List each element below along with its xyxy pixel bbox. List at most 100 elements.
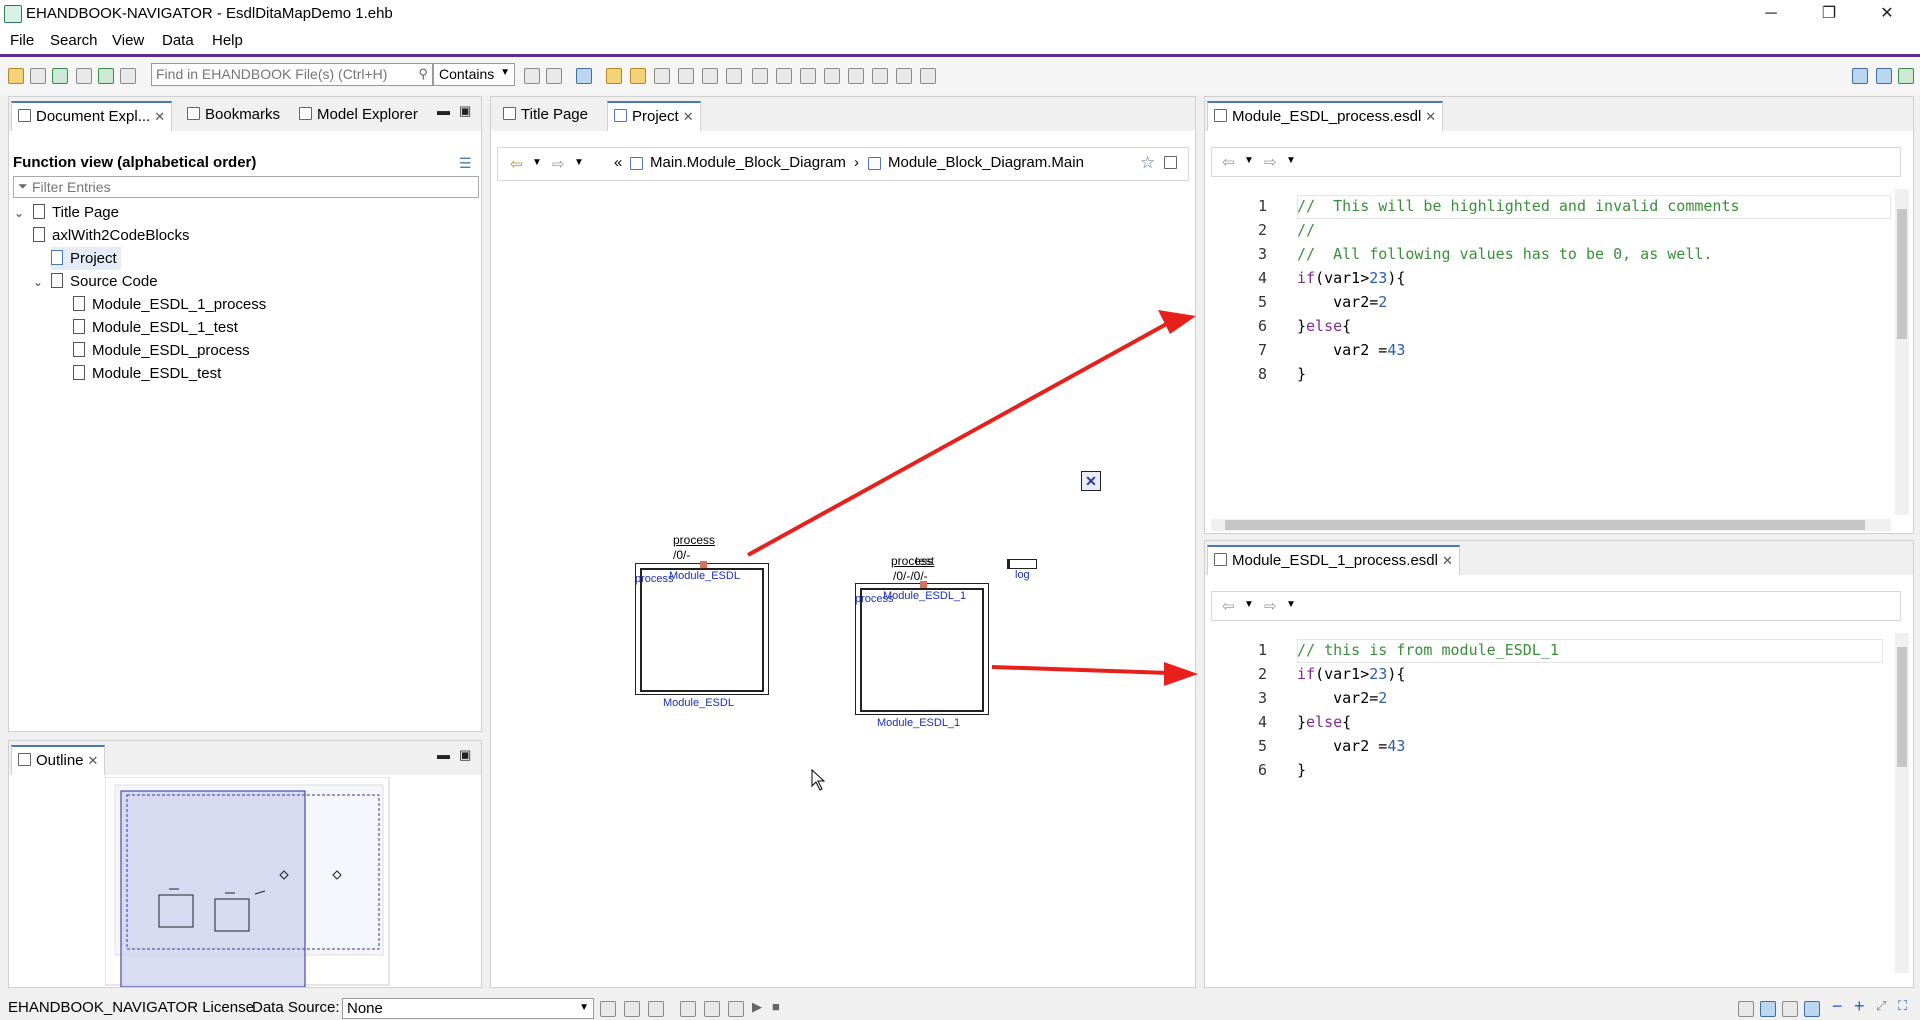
log-element[interactable] [1007, 559, 1037, 569]
tab-document-explorer[interactable]: Document Expl...✕ [11, 101, 172, 131]
find-input[interactable] [152, 64, 400, 83]
data-source-select[interactable]: None ▼ [342, 998, 594, 1019]
terminator-icon[interactable]: ✕ [1081, 471, 1101, 491]
tree-item-project[interactable]: Project [51, 247, 121, 270]
tab-model-explorer[interactable]: Model Explorer [293, 101, 424, 129]
stop-icon[interactable]: ■ [772, 999, 780, 1014]
tool-icon-13[interactable] [896, 68, 912, 84]
close-icon[interactable]: ✕ [154, 109, 165, 124]
open-folder-icon[interactable] [8, 68, 24, 84]
tool-icon-10[interactable] [824, 68, 840, 84]
minimize-view-icon[interactable]: ▬ [437, 103, 450, 118]
back-arrow-icon[interactable]: ⇦ [1222, 153, 1235, 171]
tool-icon-3[interactable] [654, 68, 670, 84]
back-arrow-icon[interactable]: ⇦ [510, 155, 523, 173]
chevron-down-icon[interactable]: ▼ [1286, 599, 1296, 610]
tab-module-esdl-process[interactable]: Module_ESDL_process.esdl✕ [1207, 101, 1443, 131]
tree-item-title-page[interactable]: Title Page [33, 201, 119, 224]
menu-data[interactable]: Data [162, 32, 194, 49]
tree-item-file[interactable]: Module_ESDL_1_test [73, 316, 238, 339]
tool-icon-8[interactable] [776, 68, 792, 84]
tab-title-page[interactable]: Title Page [497, 101, 594, 129]
tool-icon-1[interactable] [606, 68, 622, 84]
menu-view[interactable]: View [112, 32, 144, 49]
menu-file[interactable]: File [10, 32, 34, 49]
book-icon[interactable] [576, 68, 592, 84]
horizontal-scrollbar[interactable] [1211, 519, 1891, 531]
layout-icon-2[interactable] [1760, 1001, 1776, 1017]
close-icon[interactable]: ✕ [88, 753, 99, 768]
chevron-down-icon[interactable]: ▼ [1244, 155, 1254, 166]
breadcrumb-item[interactable]: Module_Block_Diagram.Main [888, 154, 1084, 171]
tool-icon-4[interactable] [678, 68, 694, 84]
search-icon[interactable]: ⚲ [418, 66, 428, 82]
chevron-down-icon[interactable]: ▼ [1244, 599, 1254, 610]
up-arrow-icon[interactable] [546, 68, 562, 84]
menu-help[interactable]: Help [212, 32, 243, 49]
outline-thumbnail[interactable] [105, 777, 395, 987]
settings-icon[interactable] [1898, 68, 1914, 84]
tool-icon-12[interactable] [872, 68, 888, 84]
tool-icon-7[interactable] [752, 68, 768, 84]
close-window-button[interactable]: ✕ [1864, 0, 1910, 28]
fit-page-icon[interactable]: ⤢ [1876, 998, 1886, 1014]
forward-arrow-icon[interactable]: ⇨ [1264, 597, 1277, 615]
record-icon-3[interactable] [728, 1001, 744, 1017]
maximize-view-icon[interactable]: ▣ [459, 747, 471, 763]
zoom-out-icon[interactable]: − [1832, 996, 1843, 1017]
gear-icon[interactable] [600, 1001, 616, 1017]
contains-select[interactable]: Contains ▼ [433, 63, 515, 86]
tab-outline[interactable]: Outline✕ [11, 745, 105, 775]
scrollbar-thumb[interactable] [1897, 647, 1907, 767]
chevron-down-icon[interactable]: ⌄ [14, 206, 24, 220]
play-icon[interactable]: ▶ [752, 999, 762, 1015]
tool-icon-14[interactable] [920, 68, 936, 84]
print-icon[interactable] [76, 68, 92, 84]
tree-item-root[interactable]: axlWith2CodeBlocks [33, 224, 190, 247]
record-icon-1[interactable] [680, 1001, 696, 1017]
tool-icon-6[interactable] [726, 68, 742, 84]
tab-module-esdl-1-process[interactable]: Module_ESDL_1_process.esdl✕ [1207, 545, 1460, 575]
export-icon[interactable] [52, 68, 68, 84]
list-options-icon[interactable]: ☰ [459, 155, 472, 172]
restore-button[interactable]: ❐ [1806, 0, 1852, 28]
vertical-scrollbar[interactable] [1895, 189, 1909, 515]
chevron-down-icon[interactable]: ▼ [1286, 155, 1296, 166]
tree-item-file[interactable]: Module_ESDL_1_process [73, 293, 266, 316]
back-arrow-icon[interactable]: ⇦ [1222, 597, 1235, 615]
layers-icon[interactable] [624, 1001, 640, 1017]
sync-icon[interactable] [648, 1001, 664, 1017]
zoom-in-icon[interactable]: + [1854, 996, 1865, 1017]
forward-arrow-icon[interactable]: ⇨ [1264, 153, 1277, 171]
close-icon[interactable]: ✕ [683, 109, 694, 124]
minimize-view-icon[interactable]: ▬ [437, 747, 450, 762]
filter-input[interactable] [30, 177, 474, 197]
minimize-button[interactable]: ─ [1748, 0, 1794, 28]
tab-bookmarks[interactable]: Bookmarks [181, 101, 286, 129]
scrollbar-thumb[interactable] [1225, 520, 1865, 530]
tool-icon-9[interactable] [800, 68, 816, 84]
menu-search[interactable]: Search [50, 32, 98, 49]
layout-icon-4[interactable] [1804, 1001, 1820, 1017]
tool-icon-11[interactable] [848, 68, 864, 84]
chevron-down-icon[interactable]: ▼ [532, 157, 542, 168]
document-icon[interactable] [120, 68, 136, 84]
collapse-breadcrumb-icon[interactable]: « [614, 154, 622, 171]
perspective-icon[interactable] [1852, 68, 1868, 84]
breadcrumb-item[interactable]: Main.Module_Block_Diagram [650, 154, 846, 171]
copy-icon[interactable] [1164, 155, 1182, 172]
down-arrow-icon[interactable] [524, 68, 540, 84]
outline-viewport[interactable] [121, 791, 305, 987]
scrollbar-thumb[interactable] [1897, 209, 1907, 339]
maximize-view-icon[interactable]: ▣ [459, 103, 471, 119]
close-icon[interactable]: ✕ [1442, 553, 1453, 568]
tree-item-source-code[interactable]: Source Code [51, 270, 158, 293]
tree-item-file[interactable]: Module_ESDL_test [73, 362, 221, 385]
layout-icon-3[interactable] [1782, 1001, 1798, 1017]
tree-item-file[interactable]: Module_ESDL_process [73, 339, 250, 362]
record-icon-2[interactable] [704, 1001, 720, 1017]
save-icon[interactable] [30, 68, 46, 84]
tool-icon-5[interactable] [702, 68, 718, 84]
refresh-icon[interactable] [98, 68, 114, 84]
layout-icon-1[interactable] [1738, 1001, 1754, 1017]
